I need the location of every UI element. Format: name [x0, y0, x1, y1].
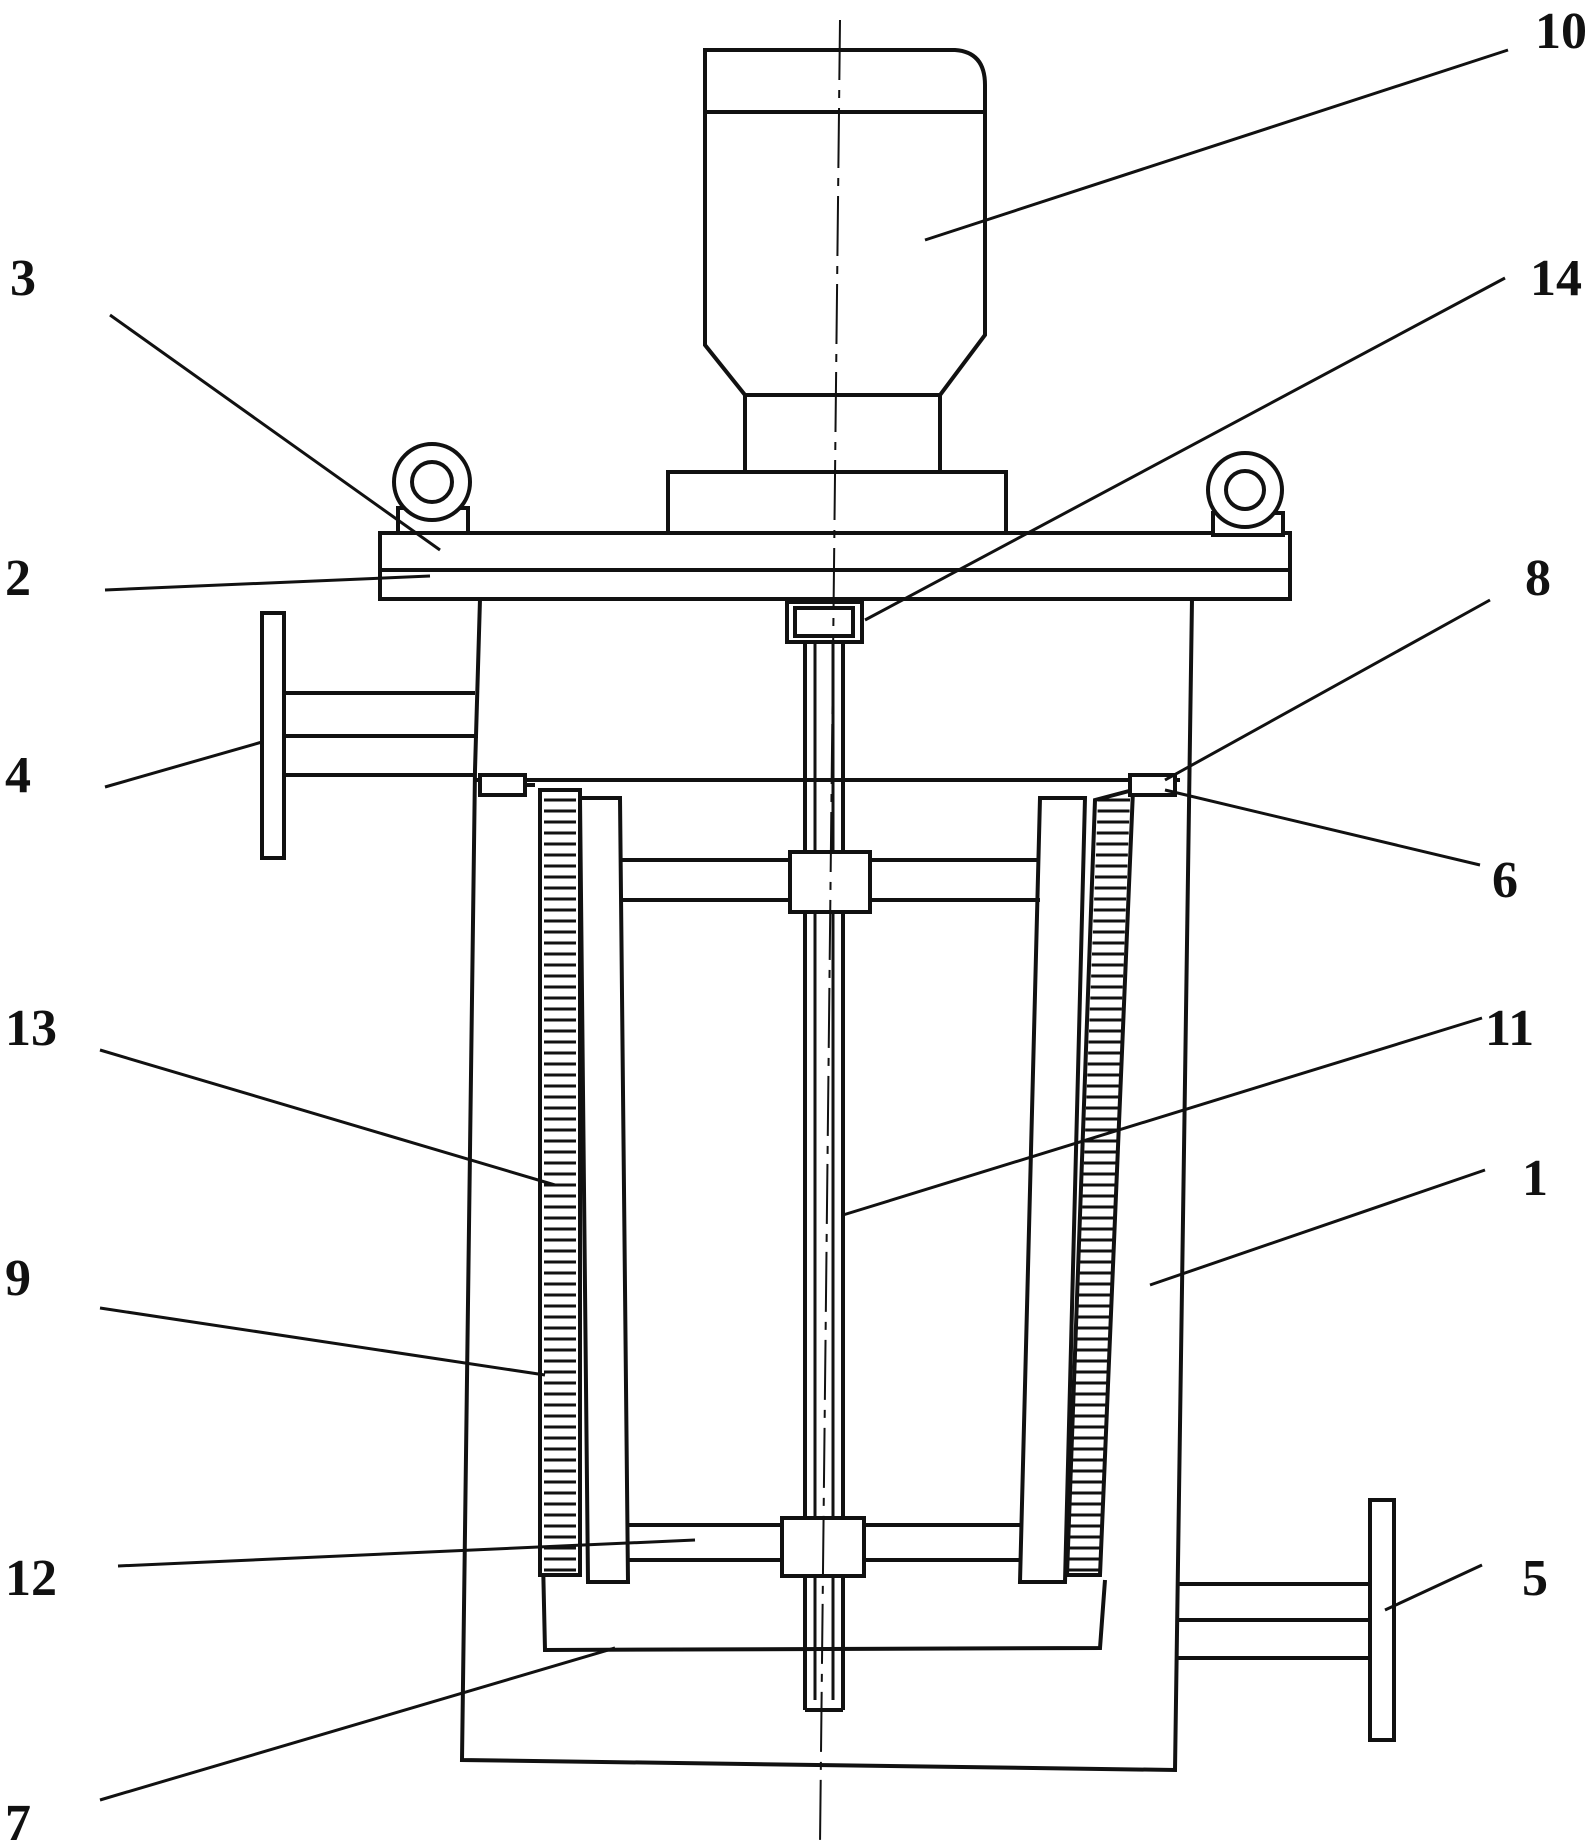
- leader-9: [99, 1306, 546, 1377]
- seal-left: [478, 773, 527, 797]
- label-11: 11: [1485, 1000, 1534, 1057]
- lifting-lug-left: [392, 442, 472, 535]
- label-7: 7: [5, 1795, 31, 1844]
- leader-13: [99, 1048, 556, 1187]
- bearing-seat: [785, 600, 864, 644]
- label-14: 14: [1530, 250, 1582, 307]
- leader-lines: [99, 48, 1509, 1802]
- rotor-blade-right: [1017, 796, 1088, 1584]
- screen-right: [1064, 787, 1136, 1577]
- rotor-blade-left: [577, 796, 631, 1584]
- inlet-pipe: [260, 611, 478, 860]
- leader-5: [1384, 1563, 1483, 1612]
- label-12: 12: [5, 1550, 57, 1607]
- label-5: 5: [1522, 1550, 1548, 1607]
- label-2: 2: [5, 550, 31, 607]
- label-9: 9: [5, 1250, 31, 1307]
- leader-14: [864, 276, 1506, 622]
- leader-4: [104, 740, 263, 789]
- label-10: 10: [1535, 3, 1587, 60]
- seal-right: [1128, 773, 1177, 797]
- label-13: 13: [5, 1000, 57, 1057]
- leader-12: [117, 1538, 696, 1568]
- label-8: 8: [1525, 550, 1551, 607]
- leader-6: [1164, 788, 1481, 867]
- label-3: 3: [10, 250, 36, 307]
- leader-8: [1164, 598, 1491, 782]
- leader-11: [842, 1016, 1483, 1217]
- label-1: 1: [1522, 1150, 1548, 1207]
- leader-1: [1149, 1168, 1486, 1287]
- leader-3: [109, 313, 441, 552]
- lifting-lug-right: [1206, 451, 1285, 537]
- label-4: 4: [5, 747, 31, 804]
- leader-10: [924, 48, 1509, 242]
- label-6: 6: [1492, 852, 1518, 909]
- leader-2: [104, 574, 431, 592]
- outlet-pipe: [1178, 1498, 1396, 1742]
- motor: [666, 48, 1008, 542]
- center-line: [819, 19, 841, 1844]
- vessel-body: [459, 598, 1194, 1773]
- leader-7: [99, 1646, 616, 1802]
